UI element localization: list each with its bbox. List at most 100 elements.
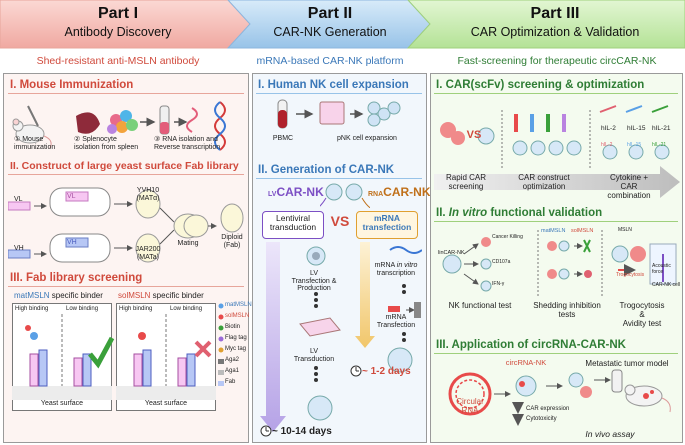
mat-binder-name: matMSLN	[14, 291, 50, 300]
mat-low-binding: Low binding	[66, 306, 99, 312]
part3-title: Part III	[530, 5, 580, 22]
yvh10-label: YVH10 (MATα)	[136, 187, 160, 202]
il21-label: hIL-21	[652, 125, 671, 132]
lv-car-nk-title: LVCAR-NK	[268, 185, 324, 199]
mrna-transfection-step-label: mRNA Transfection	[376, 314, 416, 329]
legend-aga2: Aga2	[225, 357, 240, 363]
lv-prefix: LV	[268, 191, 277, 198]
mrna-ivt-c: transcription	[376, 269, 416, 277]
lincar-nk-label: linCAR-NK	[438, 250, 465, 256]
sec2-title-b: In vitro	[448, 207, 488, 219]
mrna-ivt-label: mRNA in vitro transcription	[375, 262, 418, 277]
car-nk-cells-top	[320, 183, 370, 208]
circrna-nk-label: circRNA-NK	[505, 358, 547, 367]
lv-production-label: LV Transfection & Production	[291, 270, 337, 293]
part3-section1-title: I. CAR(scFv) screening & optimization	[436, 79, 645, 91]
fab-screening-illustration	[12, 314, 216, 400]
lentiviral-label: Lentiviral transduction	[269, 213, 317, 233]
fab-library-diagram	[8, 187, 244, 263]
part1-section1-title: I. Mouse Immunization	[10, 79, 134, 91]
fab-screening-legend: matMSLN solMSLN Biotin Flag tag Myc tag …	[219, 302, 252, 412]
part2-title: Part II	[307, 5, 353, 22]
lentiviral-box	[262, 211, 324, 239]
nk-functional-test-label: NK functional test	[448, 301, 512, 310]
car-vs-label: VS	[466, 129, 482, 141]
lv-days-label: ~ 10-14 days	[272, 426, 332, 437]
trogocytosis-test-label: Trogocytosis & Avidity test	[619, 301, 665, 328]
vh-label: VH	[14, 245, 24, 252]
pnk-label: pNK cell expansion	[337, 135, 397, 142]
cytokine-car-label: Cytokine + CAR combination	[607, 173, 651, 200]
part1-title: Part I	[97, 5, 139, 22]
part1-section2-title: II. Construct of large yeast surface Fab…	[10, 160, 239, 172]
car-nk-cell-label: CAR-NK cell	[652, 282, 681, 288]
banner-chevrons	[0, 0, 685, 49]
msln-label: MSLN	[618, 227, 632, 233]
jar200-label: JAR200 (MATa)	[135, 246, 161, 261]
rna-car-label: CAR-NK	[383, 185, 431, 199]
car-construct-label: CAR construct optimization	[518, 173, 570, 191]
rna-days-label: ~ 1-2 days	[362, 366, 411, 377]
part3-tagline: Fast-screening for therapeutic circCAR-N…	[457, 55, 657, 67]
legend-flag-tag: Flag tag	[225, 335, 247, 341]
part3-subtitle: CAR Optimization & Validation	[470, 25, 640, 39]
mat-yeast-surface: Yeast surface	[40, 400, 84, 407]
part2-panel	[252, 73, 427, 443]
pbmc-label: PBMC	[272, 135, 294, 142]
nk-expansion-illustration	[277, 99, 401, 129]
legend-swatches	[218, 303, 224, 386]
vl-label: VL	[14, 196, 23, 203]
car-screening-illustration	[434, 105, 680, 198]
part3-section3-title: III. Application of circRNA-CAR-NK	[436, 339, 626, 351]
part2-section1-title: I. Human NK cell expansion	[258, 79, 409, 91]
vs-label: VS	[330, 213, 350, 229]
mrna-transfection-label: mRNA transfection	[362, 213, 412, 233]
cd107a-label: CD107a	[492, 259, 511, 265]
immunization-illustration	[12, 101, 226, 151]
sol-low-binding: Low binding	[170, 306, 203, 312]
il15-label: hIL-15	[627, 125, 646, 132]
part3-section2-title: II. In vitro functional validation	[436, 207, 602, 220]
legend-matmsln: matMSLN	[225, 302, 252, 308]
part2-tagline: mRNA-based CAR-NK platform	[256, 55, 404, 67]
il15-cell-label: hIL-15	[627, 142, 642, 148]
legend-myc-tag: Myc tag	[225, 346, 247, 352]
sol-shed-label: solMSLN	[571, 228, 594, 234]
mat-high-binding: High binding	[15, 306, 49, 312]
metastatic-model-label: Metastatic tumor model	[585, 359, 669, 368]
sol-binder-name: solMSLN	[118, 291, 151, 300]
sec2-title-c: functional validation	[487, 207, 603, 219]
rapid-car-screening-label: Rapid CAR screening	[445, 173, 487, 191]
mrna-ivt-b: in vitro	[396, 262, 418, 269]
mating-label: Mating	[177, 240, 199, 247]
diploid-label: Diploid (Fab)	[221, 234, 243, 249]
il21-cell-label: hIL-21	[652, 142, 667, 148]
legend-biotin: Biotin	[225, 324, 241, 330]
part1-section3-title: III. Fab library screening	[10, 272, 143, 284]
legend-solmsln: solMSLN	[225, 313, 250, 319]
acoustic-force-label: Acoustic force	[652, 263, 671, 275]
mrna-box	[356, 211, 418, 239]
il2-label: hIL-2	[601, 125, 616, 132]
rna-car-nk-title: RNACAR-NK	[368, 185, 431, 199]
il2-cell-label: hIL-2	[601, 142, 613, 148]
lv-transduction-label: LV Transduction	[293, 348, 335, 363]
lv-car-label: CAR-NK	[276, 185, 324, 199]
sol-high-binding: High binding	[119, 306, 153, 312]
mat-binder-suffix: specific binder	[49, 291, 103, 300]
mat-binder-heading: matMSLN specific binder	[14, 291, 103, 301]
circrna-application-illustration	[448, 369, 671, 426]
part1-subtitle: Antibody Discovery	[64, 25, 172, 39]
step1-label: ① Mouse immunization	[14, 136, 56, 151]
trogocytosis-label: Trogocytosis	[616, 272, 645, 278]
rna-prefix: RNA	[368, 191, 384, 198]
in-vivo-assay-label: In vivo assay	[585, 429, 635, 439]
step3-label: ③ RNA isolation and Reverse transcriptio…	[154, 136, 221, 151]
sol-binder-suffix: specific binder	[150, 291, 204, 300]
vh-box-label: VH	[67, 239, 77, 246]
circular-rna-label: Circular RNA	[456, 397, 484, 415]
ifng-label: IFN-γ	[492, 281, 505, 287]
part2-section2-title: II. Generation of CAR-NK	[258, 164, 395, 176]
sol-yeast-surface: Yeast surface	[144, 400, 188, 407]
mrna-ivt-a: mRNA	[374, 262, 397, 269]
